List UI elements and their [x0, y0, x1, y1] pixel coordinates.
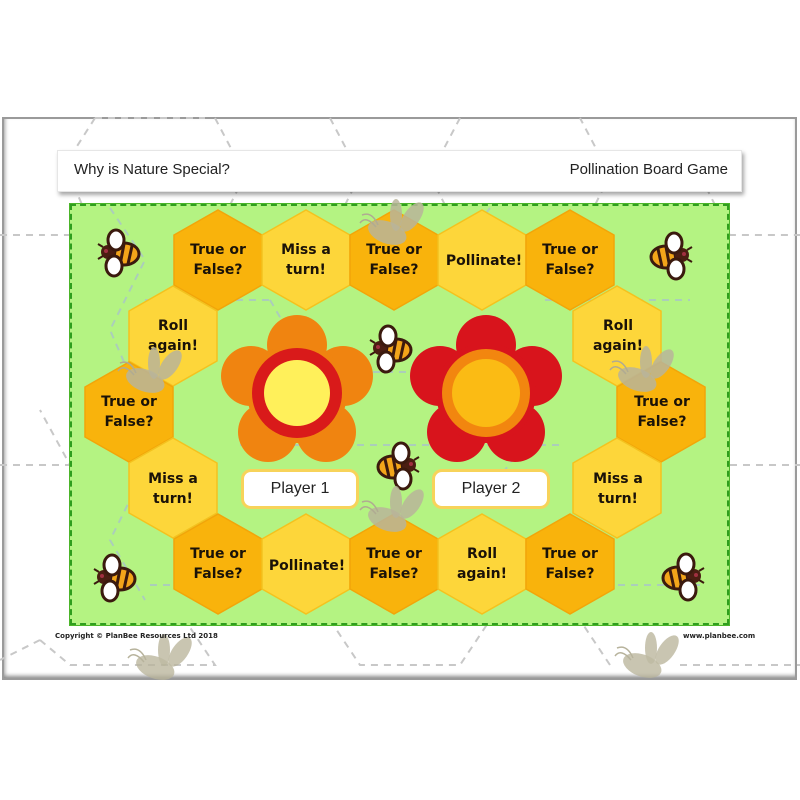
bee-icon [368, 324, 413, 374]
tile-label: Pollinate! [268, 558, 346, 574]
bee-icon [661, 552, 706, 602]
ghost-bee-icon [127, 632, 198, 686]
bee-icon [92, 553, 137, 603]
ghost-bee-icon [359, 197, 430, 251]
flower-player-2-icon [410, 315, 562, 462]
title-bar: Why is Nature Special? Pollination Board… [57, 150, 742, 192]
ghost-bee-icon [614, 630, 685, 684]
player-2-box: Player 2 [432, 469, 550, 509]
tile-label: Pollinate! [445, 253, 523, 269]
player-1-box: Player 1 [241, 469, 359, 509]
bee-icon [96, 228, 141, 278]
ghost-bee-icon [359, 484, 430, 538]
lesson-title: Why is Nature Special? [74, 161, 230, 178]
ghost-bee-icon [609, 344, 680, 398]
flower-player-1-icon [221, 315, 373, 462]
game-title: Pollination Board Game [569, 161, 728, 178]
bee-icon [376, 441, 421, 491]
website-link[interactable]: www.planbee.com [683, 632, 756, 640]
ghost-bee-icon [117, 345, 188, 399]
bee-icon [649, 231, 694, 281]
copyright-text: Copyright © PlanBee Resources Ltd 2018 [55, 632, 218, 640]
